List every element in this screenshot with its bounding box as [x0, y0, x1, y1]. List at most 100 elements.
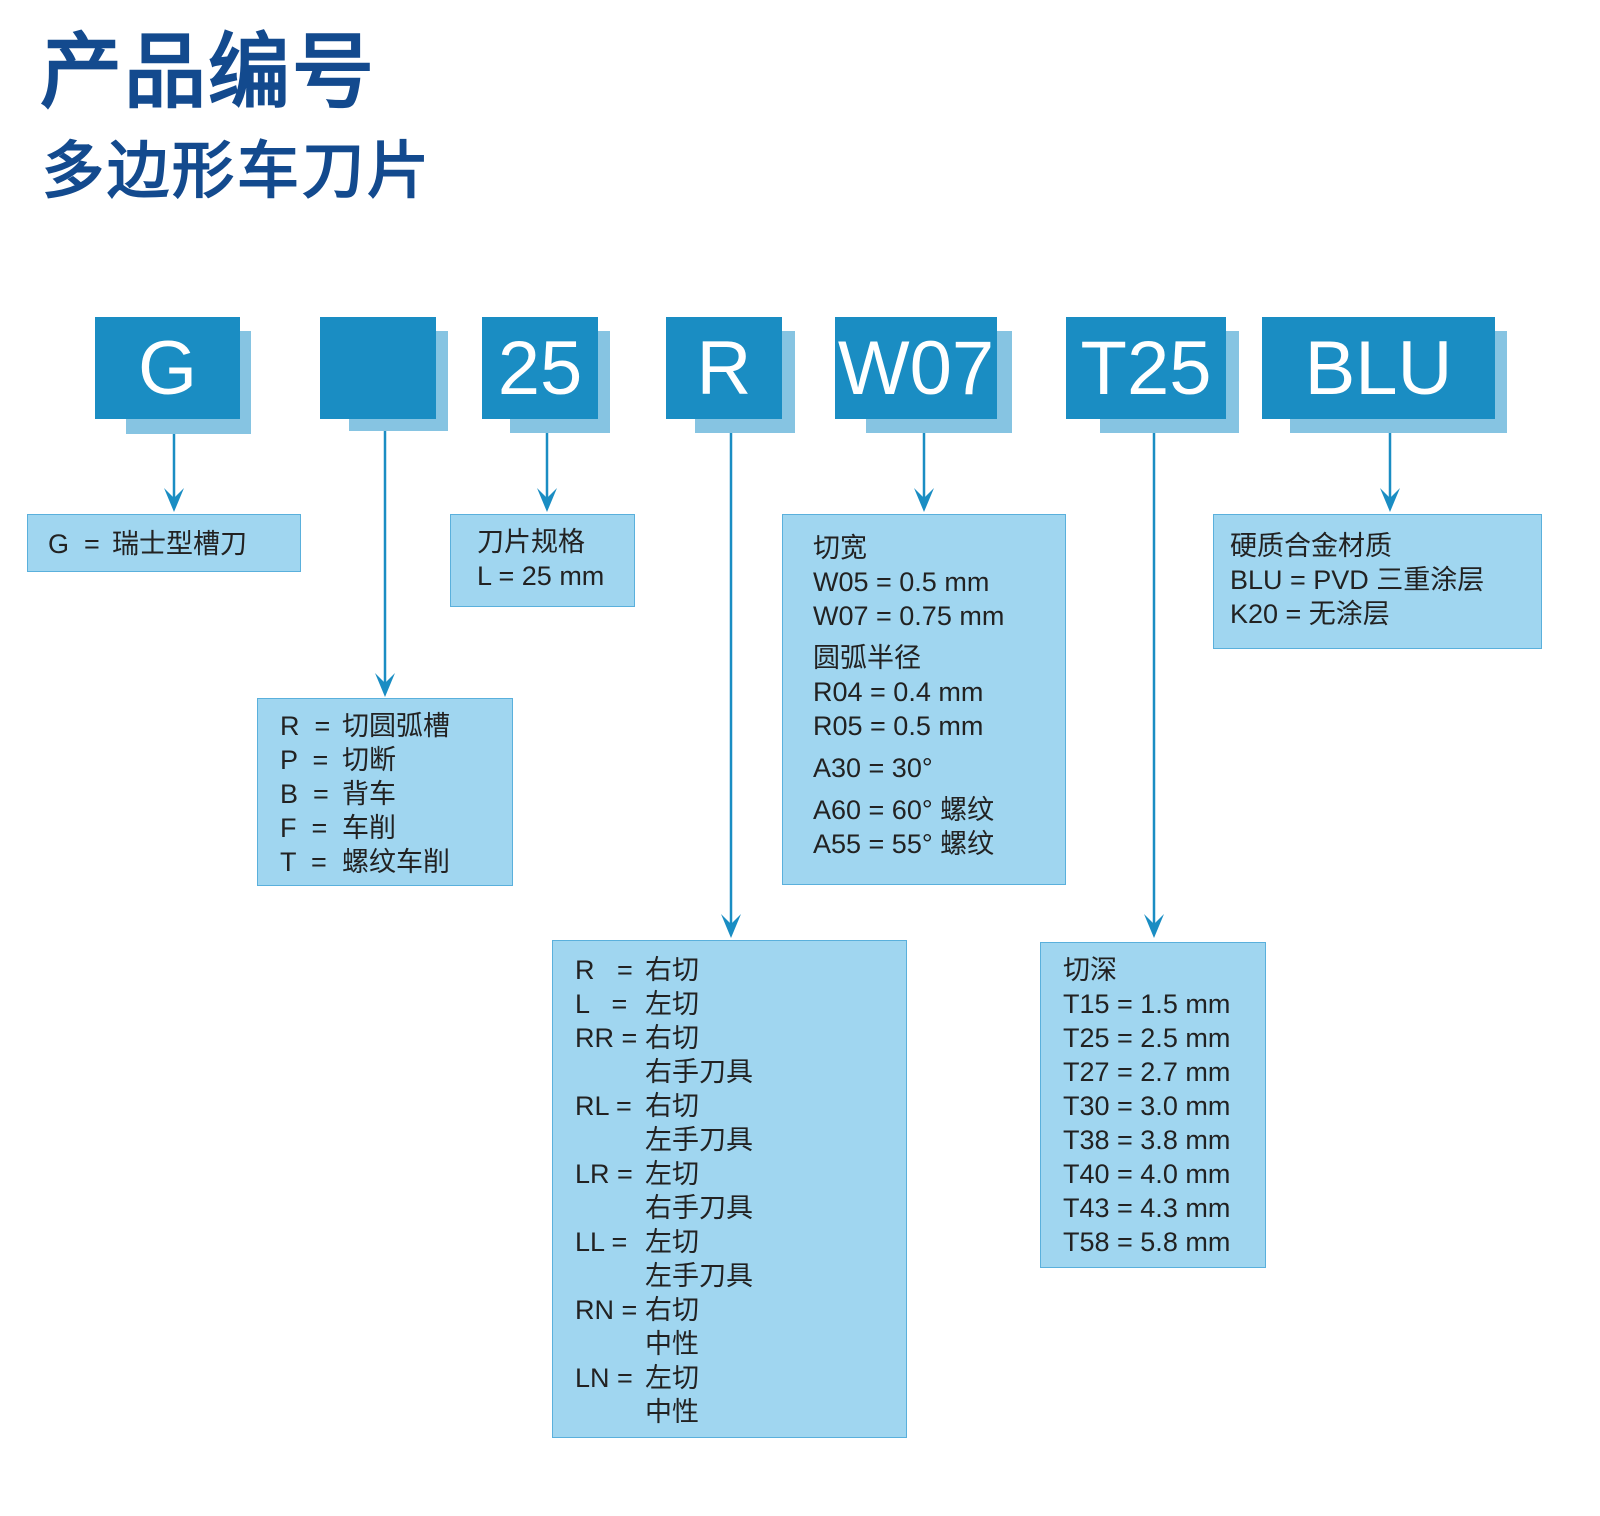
code-box-blu: BLU: [1262, 317, 1495, 419]
description-item: T38 = 3.8 mm: [1063, 1123, 1255, 1157]
item-code: P =: [280, 745, 329, 775]
item-code: RR =: [575, 1023, 638, 1053]
item-meaning: 左切 中性: [645, 1363, 699, 1427]
item-code: L =: [575, 989, 628, 1019]
item-meaning: T43 = 4.3 mm: [1063, 1193, 1231, 1223]
arrow-head-icon: [375, 673, 395, 697]
description-line: R05 = 0.5 mm: [813, 711, 984, 741]
description-line: 切宽: [813, 533, 867, 563]
item-code: T =: [280, 847, 327, 877]
item-code: RN =: [575, 1295, 638, 1325]
code-box-w07: W07: [835, 317, 997, 419]
code-box-g: G: [95, 317, 240, 419]
description-item: T40 = 4.0 mm: [1063, 1157, 1255, 1191]
item-meaning: 瑞士型槽刀: [112, 529, 247, 559]
item-meaning: T27 = 2.7 mm: [1063, 1057, 1231, 1087]
item-code: B =: [280, 779, 329, 809]
code-box-25: 25: [482, 317, 598, 419]
description-item: T27 = 2.7 mm: [1063, 1055, 1255, 1089]
code-box-r: R: [666, 317, 782, 419]
page-subtitle: 多边形车刀片: [42, 137, 433, 206]
description-box: 切深 T15 = 1.5 mm T25 = 2.5 mm T27 = 2.7 mm T3…: [1040, 942, 1266, 1268]
description-item: P = 切断: [280, 743, 502, 777]
item-meaning: T15 = 1.5 mm: [1063, 989, 1231, 1019]
description-item: K20 = 无涂层: [1230, 597, 1531, 631]
description-item: LN =左切 中性: [575, 1361, 896, 1429]
item-meaning: 右切 右手刀具: [645, 1023, 753, 1087]
item-meaning: 右切 中性: [645, 1295, 699, 1359]
item-meaning: T38 = 3.8 mm: [1063, 1125, 1231, 1155]
code-box-type: [320, 317, 436, 419]
item-code: R =: [575, 955, 633, 985]
description-item: T30 = 3.0 mm: [1063, 1089, 1255, 1123]
description-line: A55 = 55° 螺纹: [813, 829, 995, 859]
description-line: A60 = 60° 螺纹: [813, 795, 995, 825]
item-meaning: 切圆弧槽: [342, 711, 450, 741]
description-item: T15 = 1.5 mm: [1063, 987, 1255, 1021]
item-meaning: T58 = 5.8 mm: [1063, 1227, 1231, 1257]
arrow-head-icon: [914, 488, 934, 512]
arrow-head-icon: [1380, 488, 1400, 512]
description-line: A30 = 30°: [813, 753, 933, 783]
description-item: BLU = PVD 三重涂层: [1230, 563, 1531, 597]
item-code: F =: [280, 813, 328, 843]
description-item: T =螺纹车削: [280, 845, 502, 879]
item-code: LL =: [575, 1227, 628, 1257]
arrow-head-icon: [537, 488, 557, 512]
description-item: L = 左切: [575, 987, 896, 1021]
item-meaning: 右切: [645, 955, 699, 985]
description-item: RN =右切 中性: [575, 1293, 896, 1361]
description-box: 硬质合金材质 BLU = PVD 三重涂层 K20 = 无涂层: [1213, 514, 1542, 649]
description-item: R = 切圆弧槽: [280, 709, 502, 743]
arrow-head-icon: [164, 488, 184, 512]
page-title: 产品编号: [40, 27, 377, 118]
description-item: R = 右切: [575, 953, 896, 987]
item-meaning: 车削: [342, 813, 396, 843]
description-heading: 刀片规格: [477, 527, 585, 557]
description-line: W07 = 0.75 mm: [813, 601, 1005, 631]
item-meaning: 背车: [342, 779, 396, 809]
description-item: T25 = 2.5 mm: [1063, 1021, 1255, 1055]
description-item: LL = 左切 左手刀具: [575, 1225, 896, 1293]
item-meaning: 切断: [342, 745, 396, 775]
description-line: 圆弧半径: [813, 643, 921, 673]
item-meaning: T40 = 4.0 mm: [1063, 1159, 1231, 1189]
description-item: LR = 左切 右手刀具: [575, 1157, 896, 1225]
item-meaning: 左切 左手刀具: [645, 1227, 753, 1291]
description-item: B = 背车: [280, 777, 502, 811]
item-code: G =: [48, 529, 100, 559]
item-meaning: K20 = 无涂层: [1230, 599, 1390, 629]
description-group: 切宽 W05 = 0.5 mm W07 = 0.75 mm: [813, 531, 1055, 633]
item-meaning: 左切: [645, 989, 699, 1019]
item-code: RL =: [575, 1091, 632, 1121]
description-item: T43 = 4.3 mm: [1063, 1191, 1255, 1225]
description-box: G = 瑞士型槽刀: [27, 514, 301, 572]
item-meaning: 右切 左手刀具: [645, 1091, 753, 1155]
item-code: LR =: [575, 1159, 633, 1189]
description-line: W05 = 0.5 mm: [813, 567, 990, 597]
description-item: RL = 右切 左手刀具: [575, 1089, 896, 1157]
description-box: 切宽 W05 = 0.5 mm W07 = 0.75 mm 圆弧半径 R04 = 0.4…: [782, 514, 1066, 885]
code-box-t25: T25: [1066, 317, 1226, 419]
description-item: T58 = 5.8 mm: [1063, 1225, 1255, 1259]
arrow-head-icon: [721, 914, 741, 938]
description-item: RR =右切 右手刀具: [575, 1021, 896, 1089]
description-group: A60 = 60° 螺纹 A55 = 55° 螺纹: [813, 793, 1055, 861]
arrow-head-icon: [1144, 914, 1164, 938]
description-box: 刀片规格 L = 25 mm: [450, 514, 635, 607]
item-meaning: 左切 右手刀具: [645, 1159, 753, 1223]
description-item: G = 瑞士型槽刀: [48, 527, 290, 561]
item-meaning: L = 25 mm: [477, 561, 605, 591]
description-line: R04 = 0.4 mm: [813, 677, 984, 707]
description-heading: 硬质合金材质: [1230, 531, 1392, 561]
item-meaning: T25 = 2.5 mm: [1063, 1023, 1231, 1053]
item-meaning: BLU = PVD 三重涂层: [1230, 565, 1485, 595]
description-heading: 切深: [1063, 955, 1117, 985]
item-meaning: T30 = 3.0 mm: [1063, 1091, 1231, 1121]
description-item: L = 25 mm: [477, 559, 624, 593]
item-code: R =: [280, 711, 331, 741]
description-group: A30 = 30°: [813, 751, 1055, 785]
